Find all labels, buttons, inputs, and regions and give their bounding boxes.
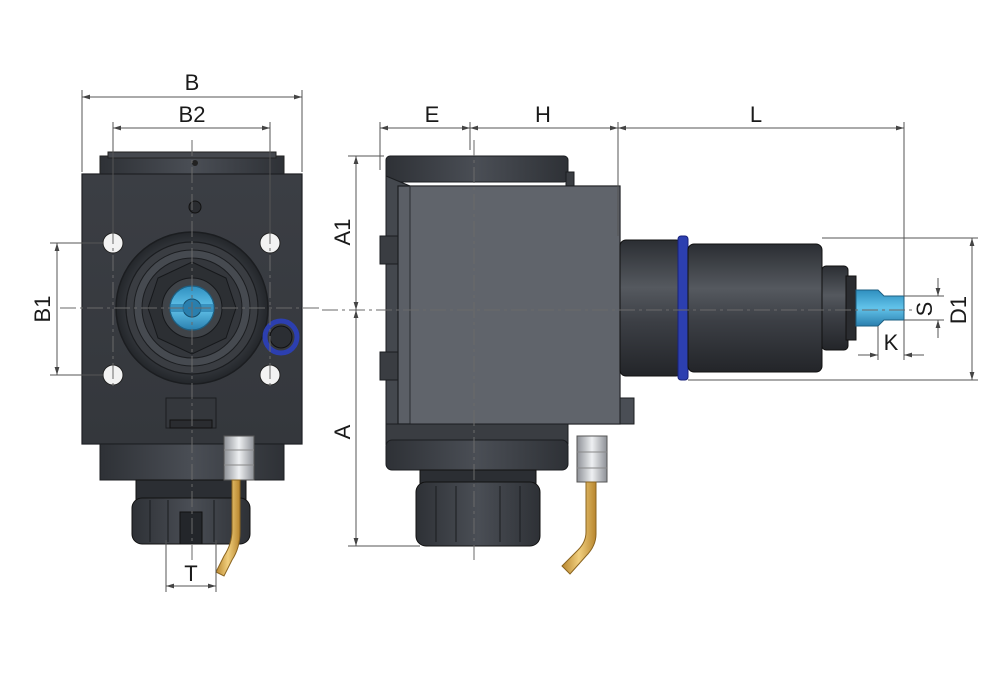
front-view — [60, 140, 322, 577]
top-flange-side — [385, 155, 569, 183]
coolant-pipe-side — [561, 481, 597, 575]
dim-label-B1: B1 — [30, 296, 55, 323]
vent-hole-icon — [192, 160, 198, 166]
coolant-fitting-front — [223, 435, 255, 481]
coolant-fitting-side — [576, 435, 608, 483]
dim-label-E: E — [425, 102, 440, 127]
screw-icon — [188, 200, 202, 214]
front-dimensions: B B2 B1 T — [30, 70, 303, 592]
dim-label-L: L — [750, 102, 762, 127]
dim-label-K: K — [884, 330, 899, 355]
dim-label-B: B — [185, 70, 200, 95]
spindle-housing-side — [619, 239, 683, 377]
tool-shank-side — [855, 289, 905, 327]
oring-icon — [262, 318, 300, 356]
dim-label-B2: B2 — [179, 102, 206, 127]
collet-nut-side — [415, 481, 541, 547]
side-dimensions: E H L A1 A D1 S K — [330, 102, 978, 547]
coolant-pipe-front — [215, 479, 241, 577]
dim-label-H: H — [535, 102, 551, 127]
dim-label-A: A — [330, 424, 355, 439]
dim-label-T: T — [184, 561, 197, 586]
dim-label-D1: D1 — [946, 296, 971, 324]
side-view — [322, 140, 912, 575]
oring-side-icon — [677, 235, 689, 381]
dim-label-S: S — [912, 302, 937, 317]
dim-label-A1: A1 — [330, 219, 355, 246]
